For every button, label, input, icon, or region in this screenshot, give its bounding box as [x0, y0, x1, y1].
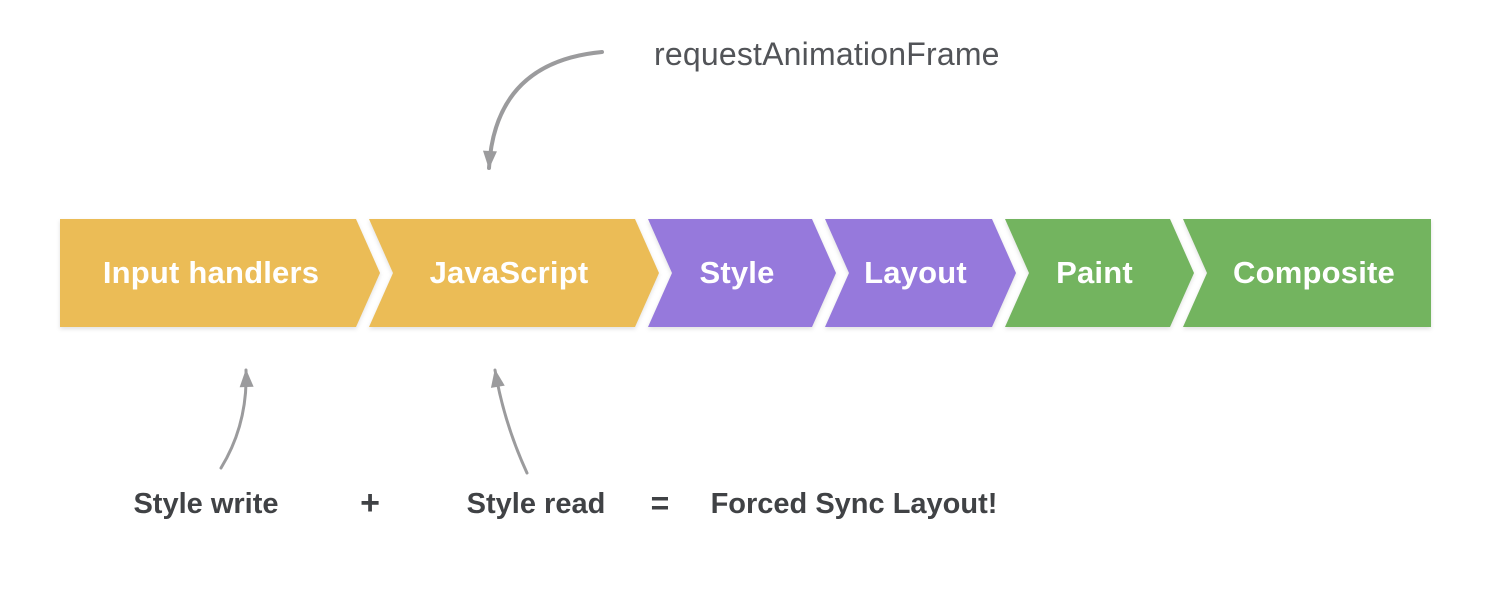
pipeline-step-label: Paint	[1056, 255, 1133, 290]
request-animation-frame-label: requestAnimationFrame	[654, 36, 1000, 72]
pipeline-step-label: Layout	[864, 255, 967, 290]
pipeline-step-label: Style	[699, 255, 775, 290]
pipeline-step-label: JavaScript	[429, 255, 589, 290]
pipeline-step-input-handlers: Input handlers	[60, 219, 380, 327]
plus-sign: +	[360, 484, 380, 522]
pipeline-step-layout: Layout	[825, 219, 1016, 327]
pipeline-step-label: Input handlers	[102, 255, 320, 290]
style-write-label: Style write	[133, 488, 279, 520]
pipeline-step-paint: Paint	[1005, 219, 1194, 327]
style-read-label: Style read	[466, 488, 606, 520]
raf-arrow	[482, 50, 604, 170]
pipeline-band: Input handlers JavaScript Style Layout P…	[60, 219, 1431, 327]
forced-sync-layout-label: Forced Sync Layout!	[710, 488, 998, 520]
equals-sign: =	[650, 485, 670, 521]
style-write-arrow	[219, 368, 254, 470]
style-read-arrow	[490, 368, 529, 475]
pipeline-step-style: Style	[648, 219, 836, 327]
pipeline-step-label: Composite	[1233, 255, 1395, 290]
pipeline-step-javascript: JavaScript	[369, 219, 659, 327]
pipeline-step-composite: Composite	[1183, 219, 1431, 327]
